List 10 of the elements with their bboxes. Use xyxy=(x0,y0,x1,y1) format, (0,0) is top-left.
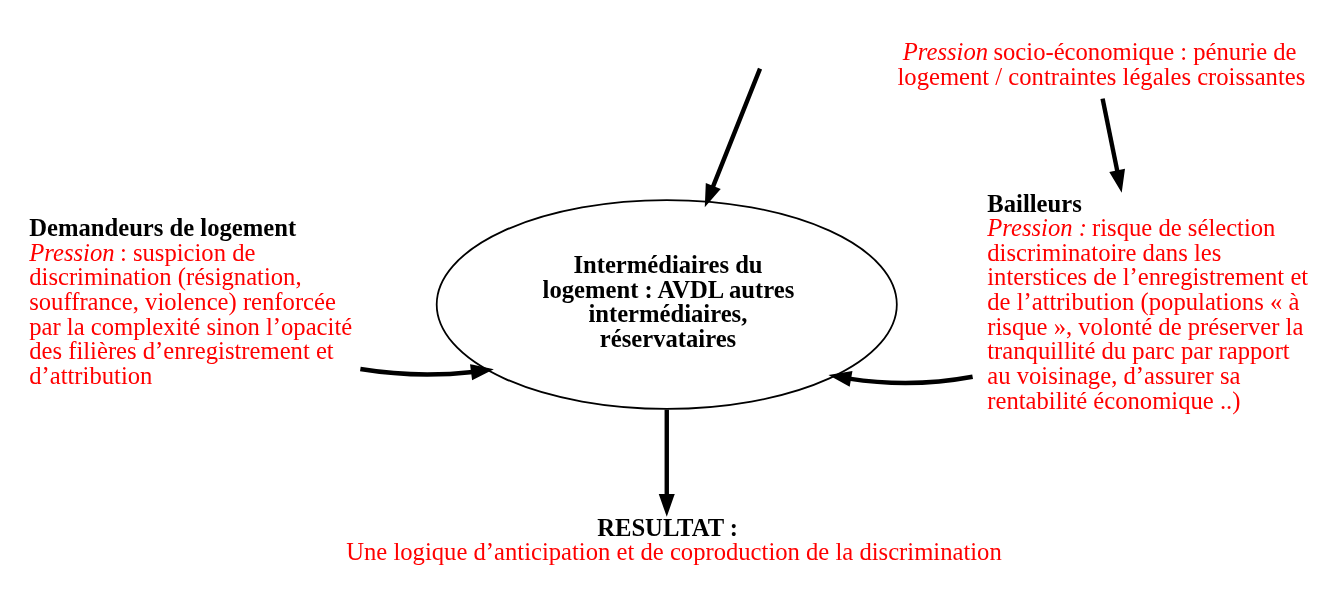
arrow xyxy=(658,409,675,517)
node-text: RESULTAT : Une logique d’anticipation et de coproduction de la discrimination xyxy=(346,513,1002,566)
arrow xyxy=(1100,98,1125,193)
node-ellipse: Intermédiaires du logement : AVDL autres intermédiaires, réservataires xyxy=(435,199,898,410)
node-text: Pression socio-économique : pénurie de logement / contraintes légales croissantes xyxy=(897,38,1306,90)
arrow xyxy=(704,67,763,208)
node-text: Demandeurs de logement Pression : suspicion de discrimination (résignation, souffrance, violence) renforcée par la complexité sinon l’opacité des filières d’enregistrement et d’attribution xyxy=(29,214,353,390)
node-text: Bailleurs Pression : risque de sélection discriminatoire dans les interstices de l’enregistrement et de l’attribution (populations « à risque », volonté de préserver la tranquillité du parc par rapport au voisinage, d’assurer sa rentabilité économique ..) xyxy=(987,189,1309,414)
arrow xyxy=(360,364,494,381)
arrow xyxy=(828,371,973,387)
